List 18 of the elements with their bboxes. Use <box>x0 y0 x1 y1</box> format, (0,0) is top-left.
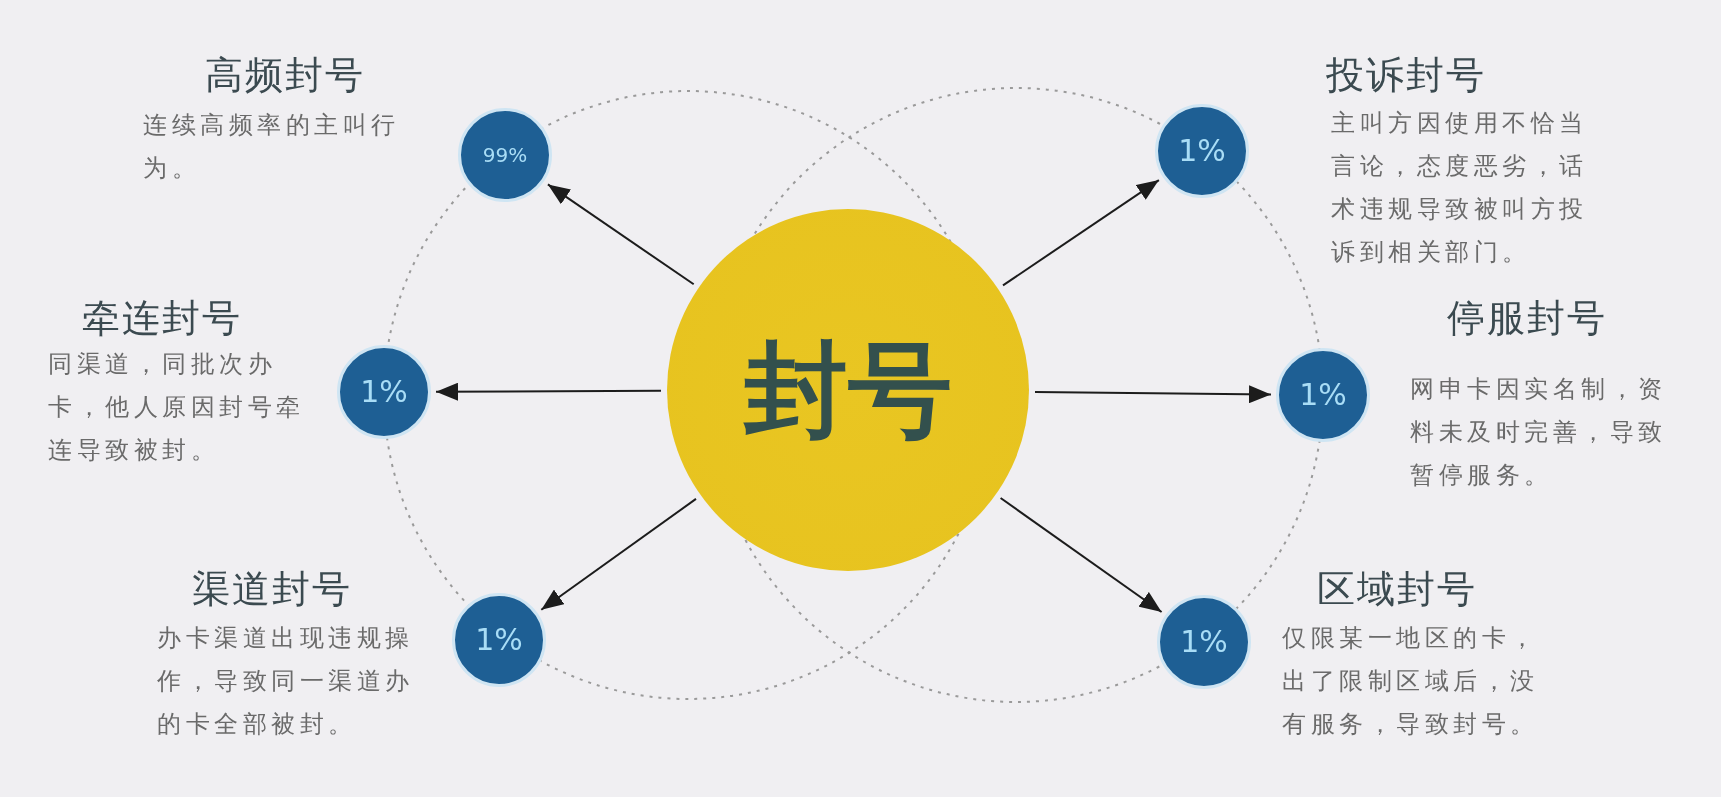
description: 主叫方因使用不恰当言论，态度恶劣，话术违规导致被叫方投诉到相关部门。 <box>1331 108 1589 268</box>
arrow <box>540 497 697 611</box>
arrow <box>546 183 695 286</box>
heading: 牵连封号 <box>82 295 242 341</box>
description: 网申卡因实名制，资料未及时完善，导致暂停服务。 <box>1410 374 1668 491</box>
arrow <box>1034 385 1272 404</box>
heading: 渠道封号 <box>192 566 352 612</box>
arrow <box>999 497 1163 613</box>
description: 连续高频率的主叫行为。 <box>143 110 401 184</box>
description: 仅限某一地区的卡，出了限制区域后，没有服务，导致封号。 <box>1282 623 1540 740</box>
arrow <box>435 382 662 401</box>
arrow <box>1002 179 1160 287</box>
description: 办卡渠道出现违规操作，导致同一渠道办的卡全部被封。 <box>157 623 415 740</box>
heading: 停服封号 <box>1447 295 1607 341</box>
heading: 高频封号 <box>205 52 365 98</box>
heading: 投诉封号 <box>1326 52 1486 98</box>
description: 同渠道，同批次办卡，他人原因封号牵连导致被封。 <box>48 349 306 466</box>
heading: 区域封号 <box>1317 566 1477 612</box>
